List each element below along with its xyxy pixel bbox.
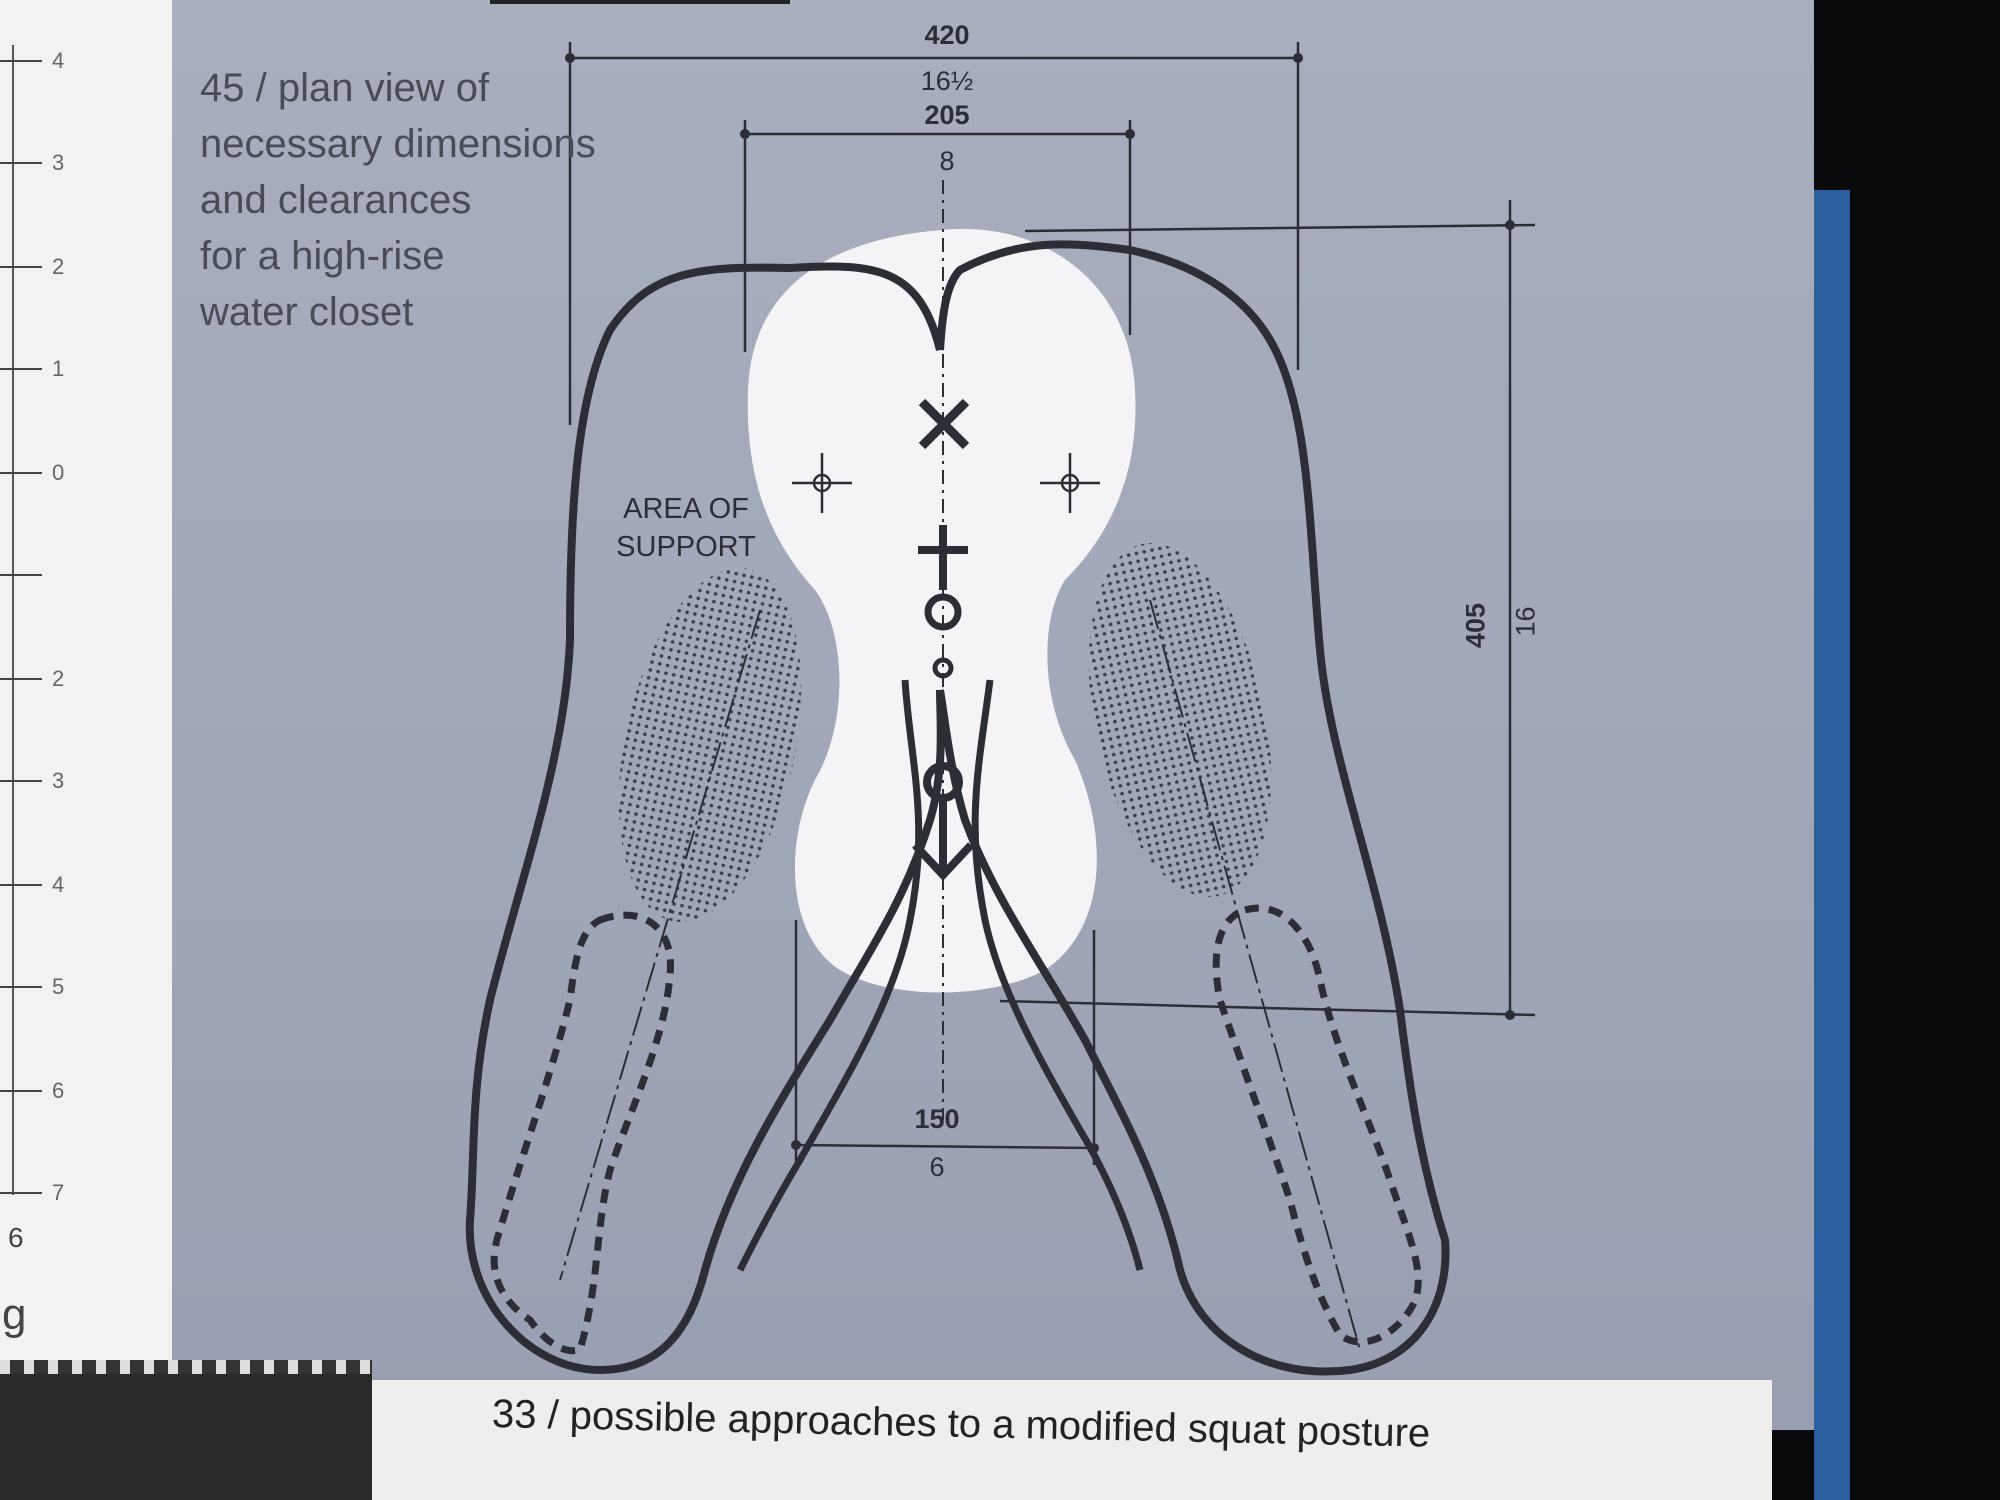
ruler-tick (0, 678, 42, 680)
crosshair-left-icon (792, 453, 852, 513)
figure-caption: 45 / plan view of necessary dimensions a… (200, 60, 720, 340)
right-thigh-axis (1149, 599, 1361, 1351)
ring-symbol-icon (924, 593, 962, 631)
ruler-tick-label: 3 (52, 150, 65, 175)
ruler-tick (0, 162, 42, 164)
left-foot-outline (490, 911, 674, 1355)
ruler-tick-label: 2 (52, 666, 65, 691)
photo-strip (0, 1360, 372, 1500)
page-letter: g (2, 1290, 27, 1339)
ruler-tick (0, 780, 42, 782)
dimension-150-label: 150 (914, 1104, 960, 1134)
dimension-405-inch-label: 16 (1510, 606, 1541, 637)
support-area-right (1088, 543, 1272, 897)
ruler-tick-label: 4 (52, 48, 65, 73)
ruler-tick (0, 60, 42, 62)
ruler-tick (0, 472, 42, 474)
ruler-tick-label: 7 (52, 1180, 65, 1205)
ruler-tick-label: 3 (52, 768, 65, 793)
dimension-205-label: 205 (924, 100, 970, 130)
ruler-tick (0, 1090, 42, 1092)
ruler-tick (0, 1192, 42, 1194)
dimension-420-label: 420 (924, 20, 970, 50)
dimension-205 (740, 120, 1135, 352)
dimension-405 (999, 200, 1536, 1020)
ruler-bottom-number: 6 (8, 1222, 24, 1253)
support-area-left (618, 568, 802, 922)
anchor-arrow-icon (912, 798, 974, 881)
dimension-150 (791, 920, 1099, 1165)
adjacent-page: 4 3 2 1 0 2 3 4 5 6 7 6 g (0, 0, 190, 1360)
caption-line: necessary dimensions (200, 122, 596, 166)
caption-line: for a high-rise (200, 234, 445, 278)
dimension-205-inch-label: 8 (939, 146, 955, 176)
cross-symbol-icon (918, 525, 968, 590)
ruler-tick-label: 6 (52, 1078, 65, 1103)
blue-book-edge (1814, 190, 1850, 1500)
dimension-420 (565, 42, 1303, 425)
left-thigh-axis (559, 609, 761, 1281)
ruler-tick-label: 0 (52, 460, 65, 485)
bowl-inner-outline (736, 679, 1144, 1272)
right-foot-outline (1212, 904, 1422, 1346)
dimension-150-inch-label: 6 (929, 1152, 945, 1182)
ruler-tick-label: 2 (52, 254, 65, 279)
body-outline (465, 240, 1450, 1376)
dimension-405-label: 405 (1460, 602, 1491, 649)
ruler-tick (0, 986, 42, 988)
ruler-tick-label: 4 (52, 872, 65, 897)
ruler-tick (0, 368, 42, 370)
caption-line: water closet (200, 290, 414, 334)
crop-edge (490, 0, 790, 4)
ruler-tick-label: 1 (52, 356, 65, 381)
next-page (372, 1380, 1772, 1500)
area-label-line: SUPPORT (616, 531, 756, 563)
x-mark-icon (918, 398, 970, 450)
area-of-support-label: AREA OF SUPPORT (596, 490, 776, 566)
caption-line: 45 / plan view of (200, 66, 490, 110)
caption-line: and clearances (200, 178, 472, 222)
film-edge (0, 1360, 372, 1374)
clearance-zone (747, 228, 1136, 993)
ruler-tick (0, 266, 42, 268)
small-ring-icon (932, 657, 954, 679)
ruler-line (12, 45, 14, 1195)
ruler-tick (0, 574, 42, 576)
crosshair-right-icon (1040, 453, 1100, 513)
ruler-tick-label: 5 (52, 974, 65, 999)
area-label-line: AREA OF (623, 493, 749, 525)
dimension-420-inch-label: 16½ (920, 66, 974, 96)
ruler-tick (0, 884, 42, 886)
